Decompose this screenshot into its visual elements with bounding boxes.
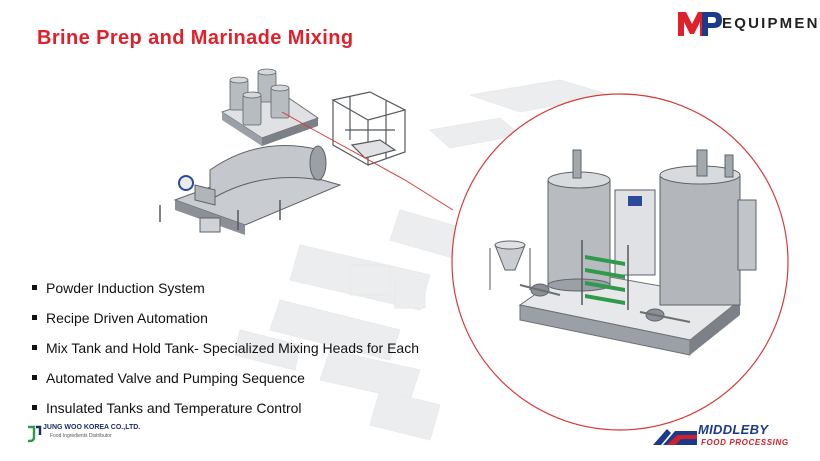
mp-equipment-logo: EQUIPMENT [676,6,820,40]
middleby-name: MIDDLEBY [698,422,769,437]
bullet-icon [32,345,37,350]
feature-list: Powder Induction System Recipe Driven Au… [30,278,419,428]
brine-system-detail-illustration [489,149,757,356]
list-item: Recipe Driven Automation [30,308,419,338]
middleby-tagline: FOOD PROCESSING [701,438,789,447]
bullet-icon [32,315,37,320]
cage-frame-illustration [331,91,407,167]
mixer-machine-illustration [159,145,342,235]
list-item-text: Automated Valve and Pumping Sequence [46,370,305,386]
list-item-text: Mix Tank and Hold Tank- Specialized Mixi… [46,340,420,356]
list-item: Automated Valve and Pumping Sequence [30,368,419,398]
list-item: Insulated Tanks and Temperature Control [30,398,419,428]
bullet-icon [32,285,37,290]
mp-logo-icon [678,12,722,36]
list-item: Powder Induction System [30,278,419,308]
company-tagline: Food Ingredients Distributor [50,433,112,439]
list-item-text: Recipe Driven Automation [46,310,208,326]
jung-woo-logo: JUNG WOO KOREA CO.,LTD. Food Ingredients… [26,424,146,444]
company-name: JUNG WOO KOREA CO.,LTD. [43,424,141,431]
middleby-emblem-icon [653,429,697,445]
slide-title: Brine Prep and Marinade Mixing [37,27,354,49]
list-item-text: Powder Induction System [46,280,205,296]
list-item-text: Insulated Tanks and Temperature Control [46,400,302,416]
list-item: Mix Tank and Hold Tank- Specialized Mixi… [30,338,419,368]
bullet-icon [32,375,37,380]
callout-line [281,111,454,211]
logo-text: EQUIPMENT [722,15,820,32]
tank-group-illustration [220,68,320,146]
bullet-icon [32,405,37,410]
jung-woo-emblem-icon [28,425,42,443]
middleby-logo: MIDDLEBY FOOD PROCESSING [653,418,813,454]
